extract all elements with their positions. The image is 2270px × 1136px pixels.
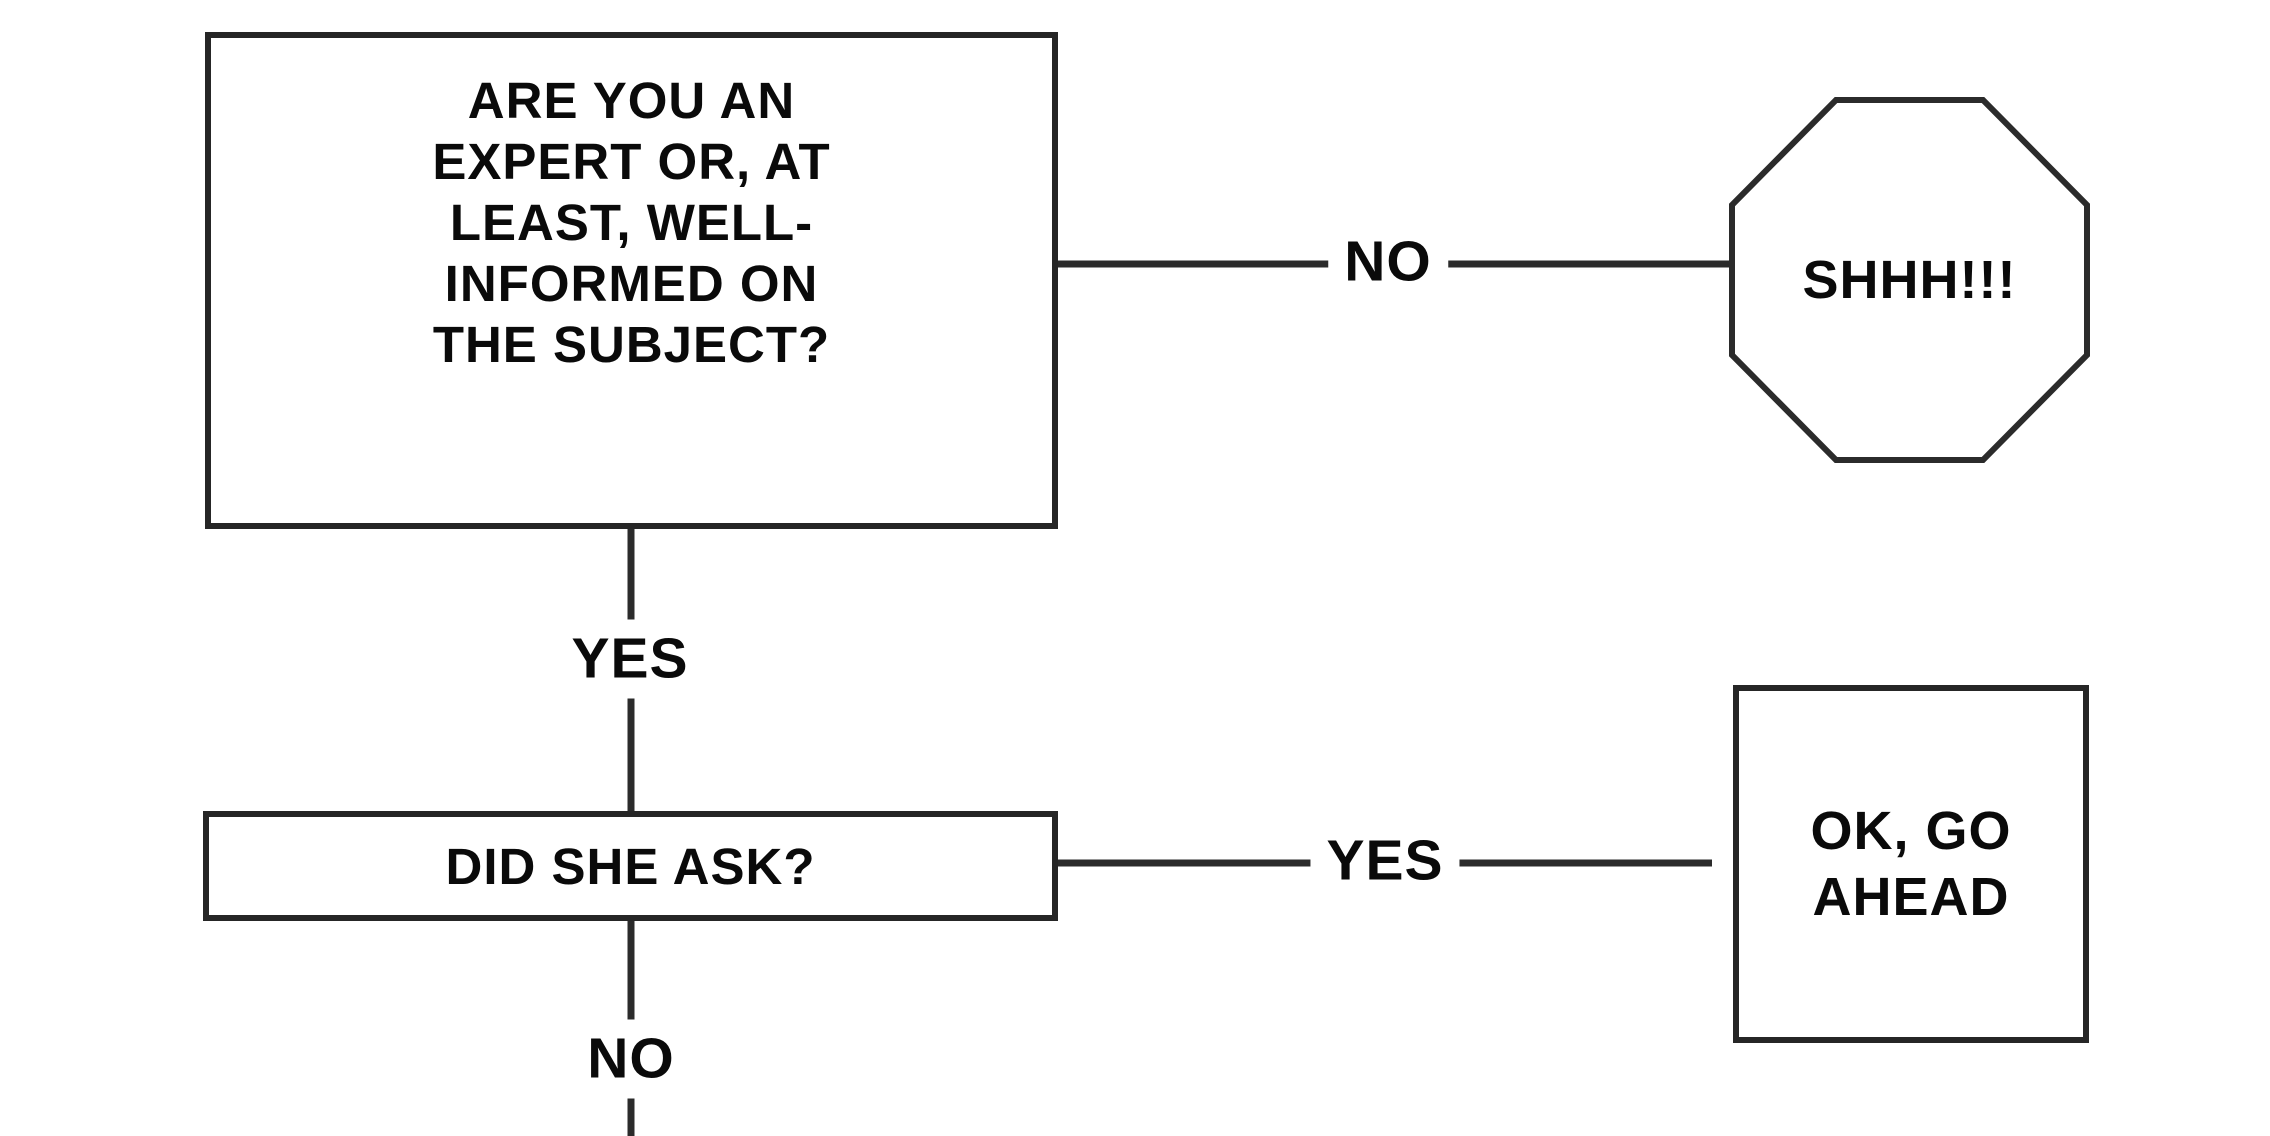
shhh-label: SHHH!!!	[1802, 250, 2017, 310]
edge-label-expert-no: NO	[1328, 233, 1448, 291]
edge-label-ask-yes: YES	[1310, 832, 1460, 890]
node-shhh: SHHH!!!	[1732, 100, 2087, 460]
ok-go-ahead-label: OK, GO AHEAD	[1810, 801, 2012, 927]
edge-label-expert-yes: YES	[565, 619, 695, 699]
node-did-she-ask: DID SHE ASK?	[203, 811, 1058, 921]
octagon-shape	[1729, 97, 2090, 463]
did-she-ask-label: DID SHE ASK?	[445, 837, 816, 895]
node-ok-go-ahead: OK, GO AHEAD	[1733, 685, 2089, 1043]
expert-question-label: ARE YOU AN EXPERT OR, AT LEAST, WELL- IN…	[432, 72, 831, 373]
node-expert-question: ARE YOU AN EXPERT OR, AT LEAST, WELL- IN…	[205, 32, 1058, 529]
edge-label-ask-no: NO	[581, 1019, 681, 1099]
